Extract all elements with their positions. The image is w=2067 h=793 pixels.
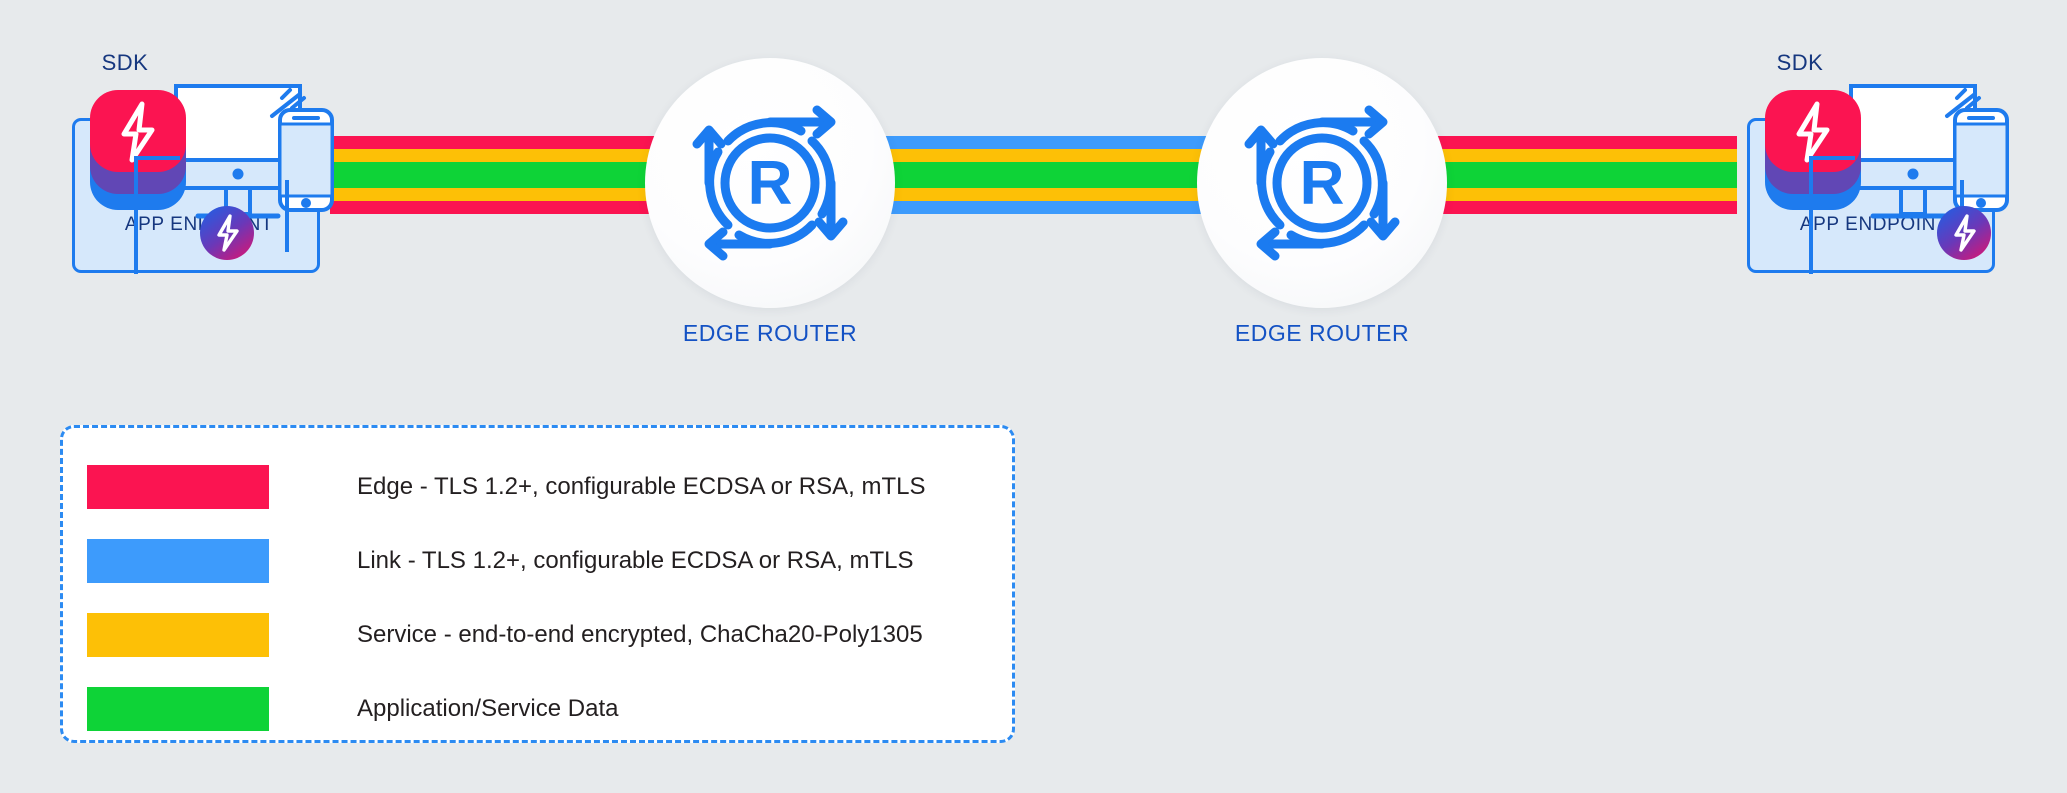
endpoint-label: APP ENDPOINT bbox=[1799, 214, 1949, 235]
stripe-edge-top bbox=[1367, 136, 1737, 149]
sdk-label: SDK bbox=[101, 50, 149, 75]
lightning-bolt-icon bbox=[1796, 101, 1830, 163]
legend-item-edge: Edge - TLS 1.2+, configurable ECDSA or R… bbox=[87, 450, 992, 524]
edge-router-right[interactable]: R EDGE ROUTER bbox=[1197, 58, 1447, 346]
legend-rows: Edge - TLS 1.2+, configurable ECDSA or R… bbox=[87, 450, 992, 731]
stripe-service-bottom bbox=[330, 188, 700, 201]
connector-phone-to-badge bbox=[285, 180, 289, 252]
legend-item-service: Service - end-to-end encrypted, ChaCha20… bbox=[87, 598, 992, 672]
stripe-service-top bbox=[1367, 149, 1737, 162]
sdk-stack-icon bbox=[1757, 88, 1869, 210]
router-disc bbox=[645, 58, 895, 308]
app-endpoint-right[interactable]: APP ENDPOINT SDK bbox=[1735, 40, 2035, 280]
edge-router-left[interactable]: R EDGE ROUTER bbox=[645, 58, 895, 346]
legend-swatch-link bbox=[87, 539, 269, 583]
router-label: EDGE ROUTER bbox=[1234, 320, 1410, 346]
sdk-stack-icon bbox=[82, 88, 194, 210]
app-endpoint-left[interactable]: APP ENDPOINT SDK bbox=[60, 40, 360, 280]
legend-swatch-appdata bbox=[87, 687, 269, 731]
path-segment-left-outer bbox=[330, 136, 700, 214]
router-circular-arrows-icon: R bbox=[1244, 105, 1400, 261]
connector-sdk-to-panel bbox=[1809, 158, 1813, 274]
lightning-bolt-badge-icon-left bbox=[200, 206, 254, 260]
router-disc bbox=[1197, 58, 1447, 308]
stripe-service-top bbox=[330, 149, 700, 162]
connector-sdk-horizontal bbox=[134, 156, 180, 160]
badge-bolt-glyph bbox=[217, 214, 239, 252]
lightning-bolt-icon bbox=[121, 101, 155, 163]
legend-box: Edge - TLS 1.2+, configurable ECDSA or R… bbox=[60, 425, 1015, 743]
legend-label-appdata: Application/Service Data bbox=[357, 695, 619, 722]
lightning-bolt-badge-icon-right bbox=[1937, 206, 1991, 260]
stripe-edge-bottom bbox=[330, 201, 700, 214]
stripe-edge-top bbox=[330, 136, 700, 149]
stripe-edge-bottom bbox=[1367, 201, 1737, 214]
legend-swatch-service bbox=[87, 613, 269, 657]
connector-sdk-horizontal bbox=[1809, 156, 1855, 160]
svg-text:R: R bbox=[1300, 149, 1345, 218]
desktop-and-mobile-icon bbox=[174, 84, 334, 219]
stripe-application-data bbox=[330, 162, 700, 188]
legend-label-service: Service - end-to-end encrypted, ChaCha20… bbox=[357, 621, 923, 648]
desktop-and-mobile-icon bbox=[1849, 84, 2009, 219]
stripe-service-bottom bbox=[1367, 188, 1737, 201]
router-circular-arrows-icon: R bbox=[692, 105, 848, 261]
connector-sdk-to-panel bbox=[134, 158, 138, 274]
legend-item-link: Link - TLS 1.2+, configurable ECDSA or R… bbox=[87, 524, 992, 598]
legend-label-link: Link - TLS 1.2+, configurable ECDSA or R… bbox=[357, 547, 914, 574]
badge-bolt-glyph bbox=[1954, 214, 1976, 252]
sdk-label: SDK bbox=[1776, 50, 1824, 75]
legend-swatch-edge bbox=[87, 465, 269, 509]
legend-label-edge: Edge - TLS 1.2+, configurable ECDSA or R… bbox=[357, 473, 926, 500]
router-label: EDGE ROUTER bbox=[682, 320, 858, 346]
svg-text:R: R bbox=[748, 149, 793, 218]
legend-item-appdata: Application/Service Data bbox=[87, 672, 992, 746]
